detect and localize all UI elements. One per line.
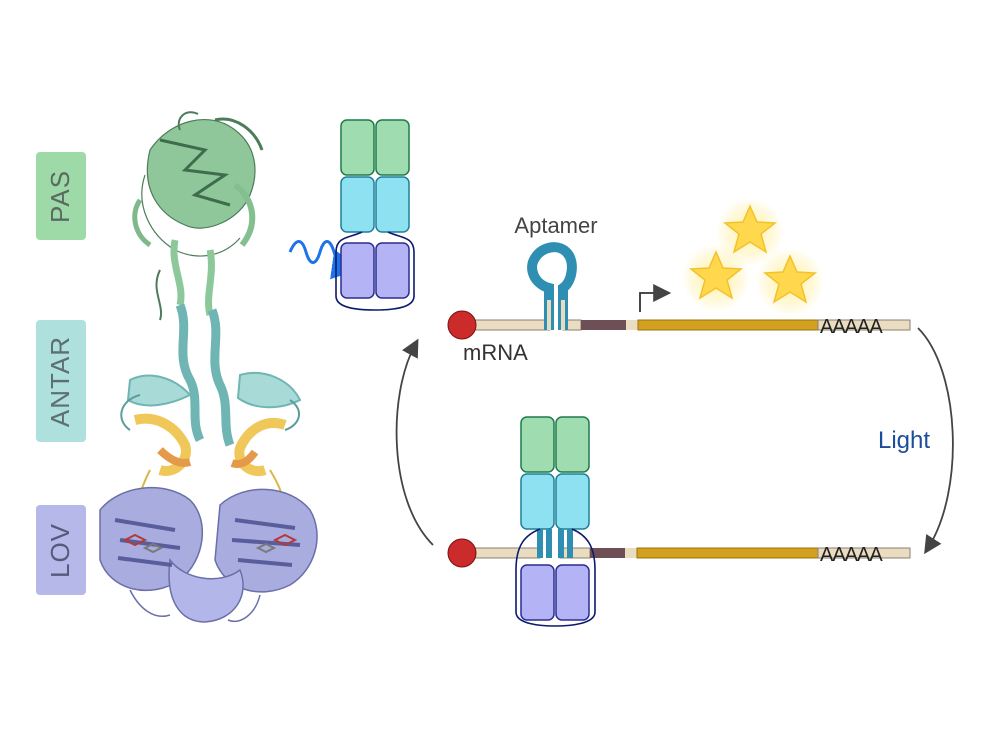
photon-wave-icon: [288, 240, 362, 280]
star-icon: [688, 250, 744, 300]
dark-segment-top: [581, 320, 626, 330]
antar-domain-label: ANTAR: [36, 320, 86, 442]
lov-structure: [99, 487, 318, 623]
transcription-arrow-icon: [639, 284, 672, 312]
light-label: Light: [878, 427, 930, 454]
star-icon: [722, 204, 778, 254]
utr-5prime-top: [469, 319, 551, 331]
dimer-bound-state: [515, 416, 596, 627]
pas-box-left: [340, 119, 375, 176]
aptamer-label: Aptamer: [514, 213, 597, 238]
mrna-top: [447, 242, 911, 340]
linker-outline: [335, 231, 415, 311]
mrna-cap-top: [447, 310, 477, 340]
fluorescent-reporter: [682, 198, 824, 316]
antar-box-left: [340, 176, 375, 233]
coding-region-bottom: [636, 547, 819, 559]
flavin-chromophores: [122, 533, 298, 554]
antar-structure: [120, 303, 302, 447]
protein-structure: [99, 111, 318, 623]
cycle-arrow-icon: [395, 338, 434, 546]
polya-label-bottom: AAAAA: [820, 544, 883, 566]
coding-region-top: [637, 319, 819, 331]
mrna-cap-bottom: [447, 538, 477, 568]
pas-box-right: [375, 119, 410, 176]
lov-domain-label: LOV: [36, 505, 86, 595]
lov-box-left: [340, 242, 375, 299]
lov-box-right: [375, 242, 410, 299]
polya-tail-top: [817, 319, 911, 331]
pas-domain-label: PAS: [36, 152, 86, 240]
mrna-bottom: [447, 538, 911, 568]
dimer-dark-state: [335, 119, 415, 311]
polya-tail-bottom: [817, 547, 911, 559]
bound-linker-outline: [515, 528, 596, 627]
polya-label-top: AAAAA: [820, 316, 883, 338]
mrna-label: mRNA: [463, 340, 528, 365]
aptamer-hairpin: [527, 242, 577, 330]
pas-structure: [132, 111, 264, 321]
antar-box-right: [375, 176, 410, 233]
cycle-arrow-icon: [917, 327, 954, 555]
star-icon: [762, 254, 818, 304]
dark-segment-bottom: [590, 548, 625, 558]
